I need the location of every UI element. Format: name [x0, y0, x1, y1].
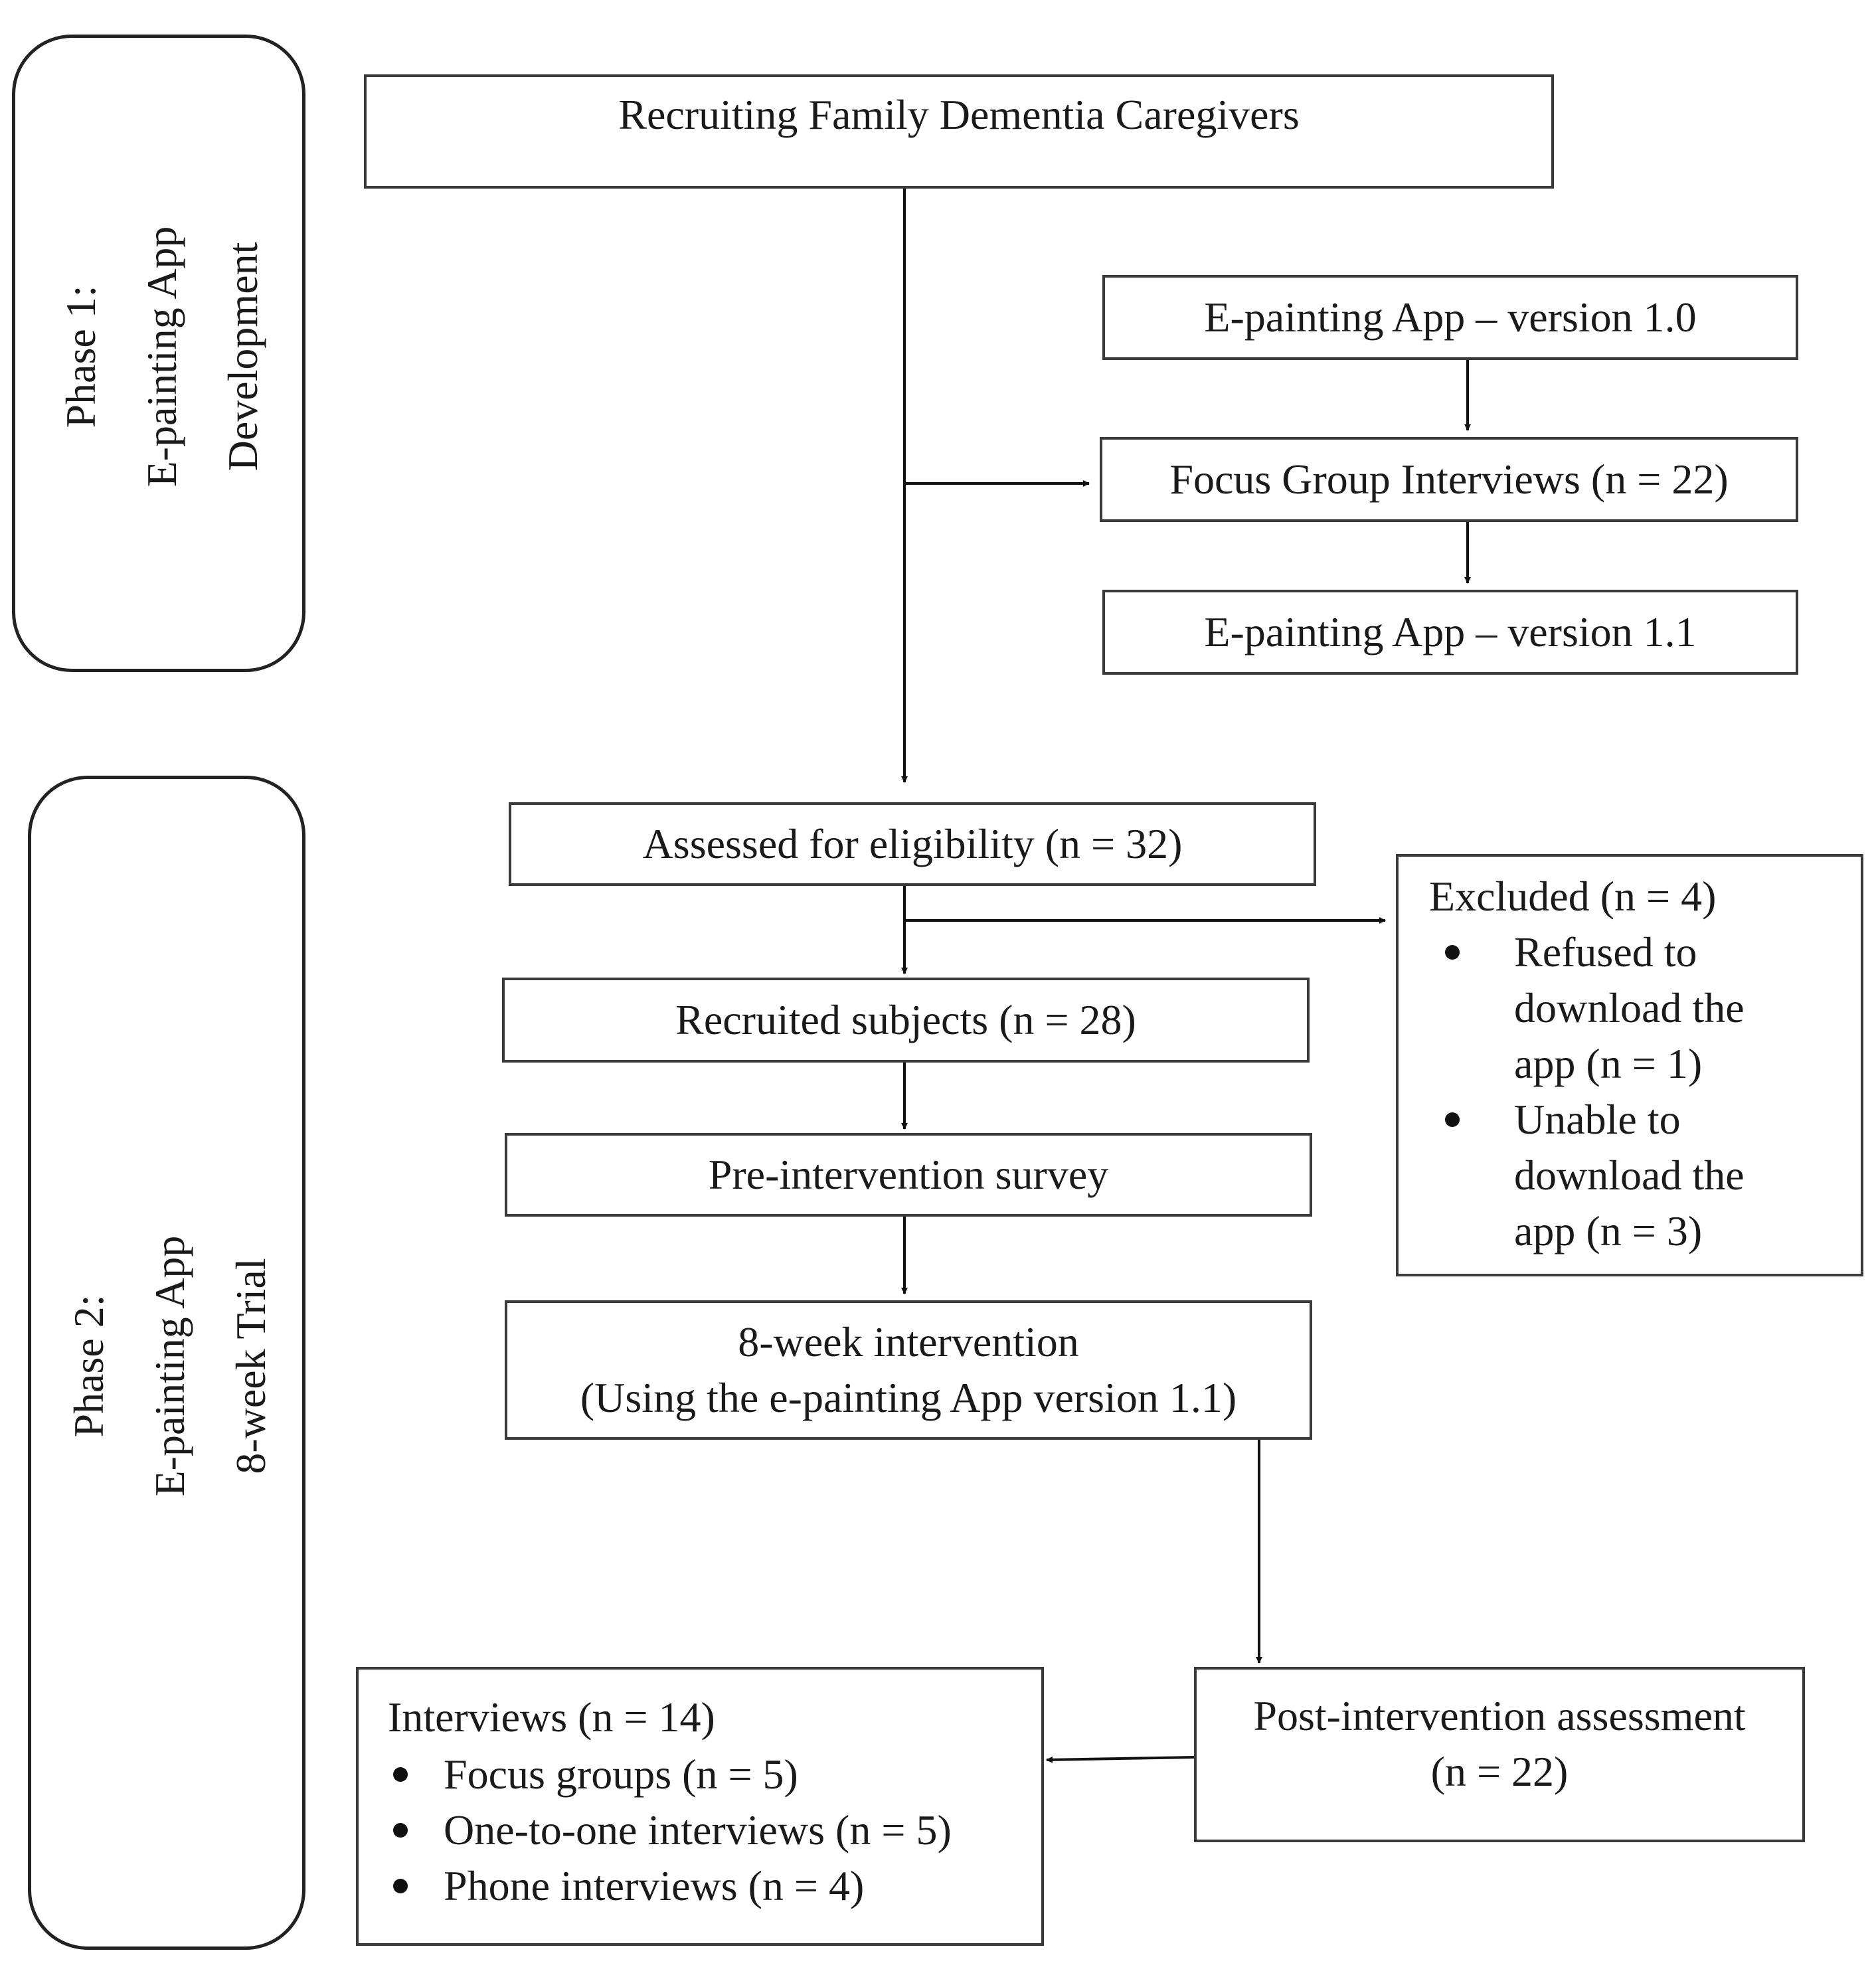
- recruiting-box: Recruiting Family Dementia Caregivers: [364, 74, 1554, 189]
- phase2-panel: Phase 2: E-painting App 8-week Trial: [28, 776, 305, 1950]
- excluded-title: Excluded (n = 4): [1429, 873, 1717, 920]
- recruited-label: Recruited subjects (n = 28): [675, 996, 1136, 1043]
- excluded-item-2-line1: Unable to: [1514, 1096, 1681, 1143]
- app-v10-label: E-painting App – version 1.0: [1204, 294, 1697, 341]
- bullet-icon: [393, 1823, 408, 1838]
- intervention-box: 8-week intervention (Using the e-paintin…: [505, 1300, 1312, 1440]
- focus-group-label: Focus Group Interviews (n = 22): [1169, 456, 1729, 503]
- assessed-box: Assessed for eligibility (n = 32): [509, 802, 1316, 886]
- arrow-post-to-interviews: [1046, 1756, 1195, 1763]
- excluded-item-2-line2: download the: [1514, 1152, 1745, 1199]
- excluded-item-2-line3: app (n = 3): [1514, 1207, 1703, 1254]
- bullet-icon: [1445, 1112, 1460, 1127]
- intervention-line1: 8-week intervention: [738, 1318, 1079, 1365]
- recruited-box: Recruited subjects (n = 28): [502, 978, 1310, 1063]
- bullet-icon: [393, 1879, 408, 1893]
- excluded-box: Excluded (n = 4) Refused to download the…: [1396, 854, 1863, 1276]
- app-v11-label: E-painting App – version 1.1: [1204, 608, 1697, 655]
- excluded-item-1-line2: download the: [1514, 984, 1745, 1031]
- app-v10-box: E-painting App – version 1.0: [1102, 275, 1798, 360]
- interviews-title: Interviews (n = 14): [388, 1693, 715, 1741]
- app-v11-box: E-painting App – version 1.1: [1102, 590, 1798, 675]
- excluded-item-1-line3: app (n = 1): [1514, 1040, 1703, 1087]
- post-assessment-box: Post-intervention assessment (n = 22): [1194, 1667, 1805, 1842]
- phase1-panel: Phase 1: E-painting App Development: [12, 35, 305, 672]
- assessed-label: Assessed for eligibility (n = 32): [642, 820, 1183, 867]
- interviews-box: Interviews (n = 14) Focus groups (n = 5)…: [356, 1667, 1044, 1946]
- pre-survey-box: Pre-intervention survey: [505, 1133, 1312, 1217]
- bullet-icon: [393, 1767, 408, 1782]
- intervention-line2: (Using the e-painting App version 1.1): [580, 1374, 1237, 1421]
- post-assessment-line1: Post-intervention assessment: [1253, 1692, 1746, 1739]
- post-assessment-line2: (n = 22): [1430, 1748, 1569, 1795]
- bullet-icon: [1445, 945, 1460, 960]
- recruiting-label: Recruiting Family Dementia Caregivers: [618, 91, 1300, 138]
- pre-survey-label: Pre-intervention survey: [708, 1151, 1109, 1198]
- interviews-item-2-label: One-to-one interviews (n = 5): [444, 1806, 952, 1854]
- excluded-item-1-line1: Refused to: [1514, 928, 1697, 976]
- interviews-item-1-label: Focus groups (n = 5): [444, 1751, 798, 1798]
- focus-group-box: Focus Group Interviews (n = 22): [1100, 437, 1798, 522]
- interviews-item-3-label: Phone interviews (n = 4): [444, 1862, 865, 1909]
